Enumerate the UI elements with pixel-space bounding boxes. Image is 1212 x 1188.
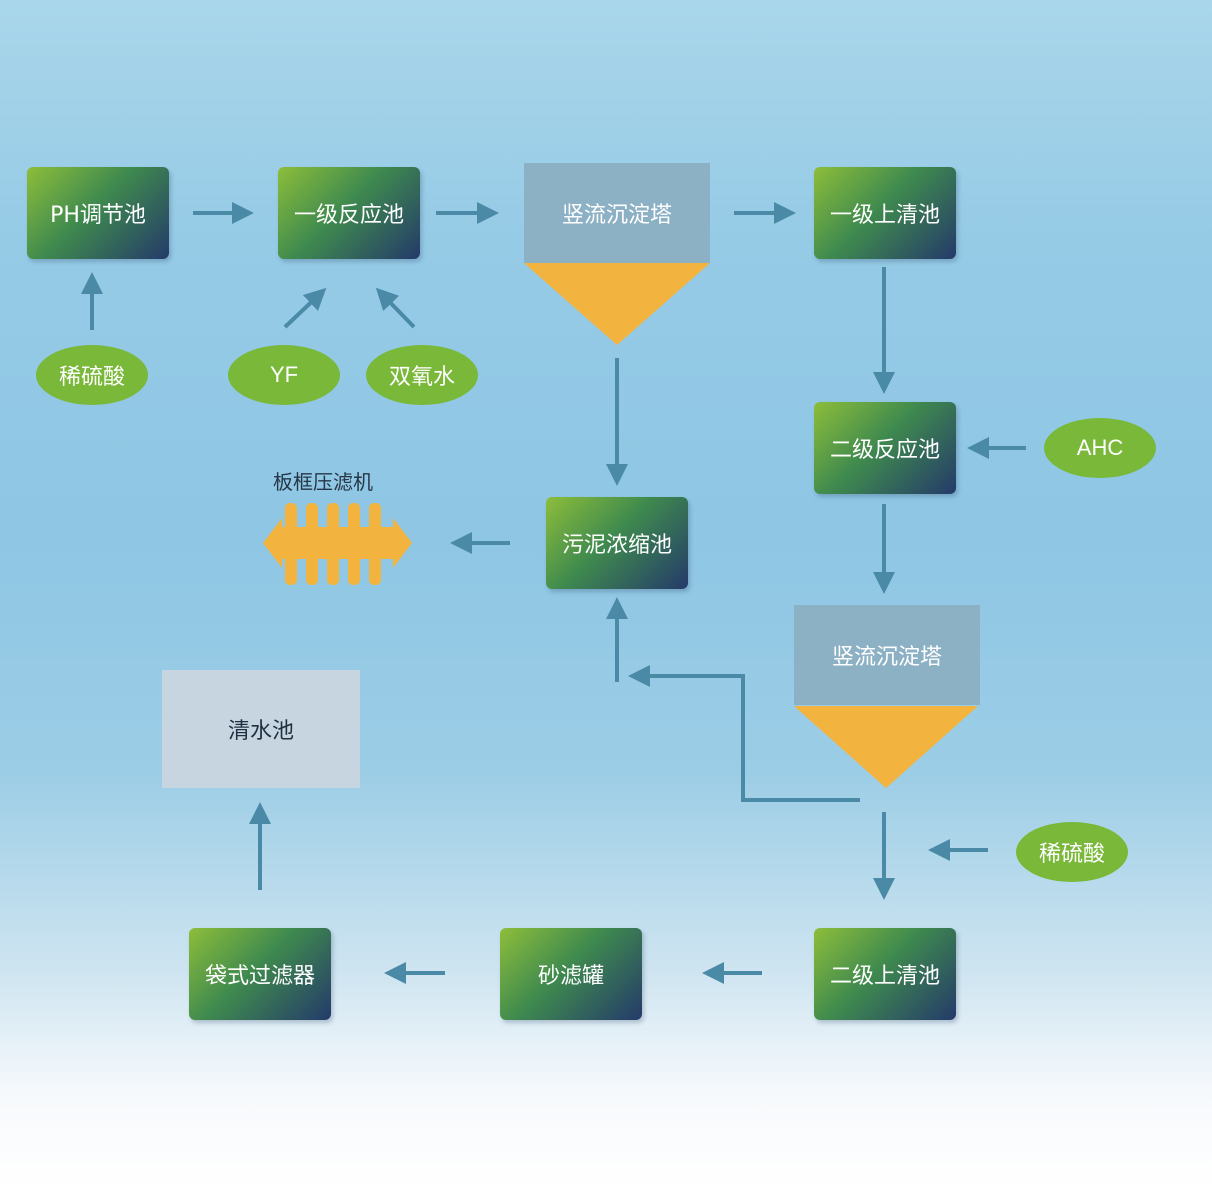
secondary-clarifier: 二级上清池 bbox=[814, 928, 956, 1020]
primary-clarifier: 一级上清池 bbox=[814, 167, 956, 259]
arrow-yf-to-reaction1 bbox=[283, 287, 327, 329]
reagent-yf: YF bbox=[228, 345, 340, 405]
tower1-sediment-cone bbox=[524, 263, 710, 345]
tower2-sediment-cone bbox=[794, 706, 978, 788]
arrow-tower2-to-sludge-path bbox=[628, 665, 860, 802]
arrow-h2o2-to-reaction1 bbox=[375, 287, 416, 329]
reagent-dilute-sulfuric-acid-2: 稀硫酸 bbox=[1016, 822, 1128, 882]
primary-reaction-tank: 一级反应池 bbox=[278, 167, 420, 259]
ph-adjust-tank: PH调节池 bbox=[27, 167, 169, 259]
vertical-settling-tower-2: 竖流沉淀塔 bbox=[794, 605, 980, 705]
vertical-settling-tower-1: 竖流沉淀塔 bbox=[524, 163, 710, 263]
sand-filter-tank: 砂滤罐 bbox=[500, 928, 642, 1020]
reagent-ahc: AHC bbox=[1044, 418, 1156, 478]
secondary-reaction-tank: 二级反应池 bbox=[814, 402, 956, 494]
filter-press-icon bbox=[263, 503, 412, 585]
clean-water-pool: 清水池 bbox=[162, 670, 360, 788]
reagent-dilute-sulfuric-acid-1: 稀硫酸 bbox=[36, 345, 148, 405]
filter-press-label: 板框压滤机 bbox=[273, 470, 373, 494]
bag-filter: 袋式过滤器 bbox=[189, 928, 331, 1020]
sludge-thickener: 污泥浓缩池 bbox=[546, 497, 688, 589]
reagent-hydrogen-peroxide: 双氧水 bbox=[366, 345, 478, 405]
